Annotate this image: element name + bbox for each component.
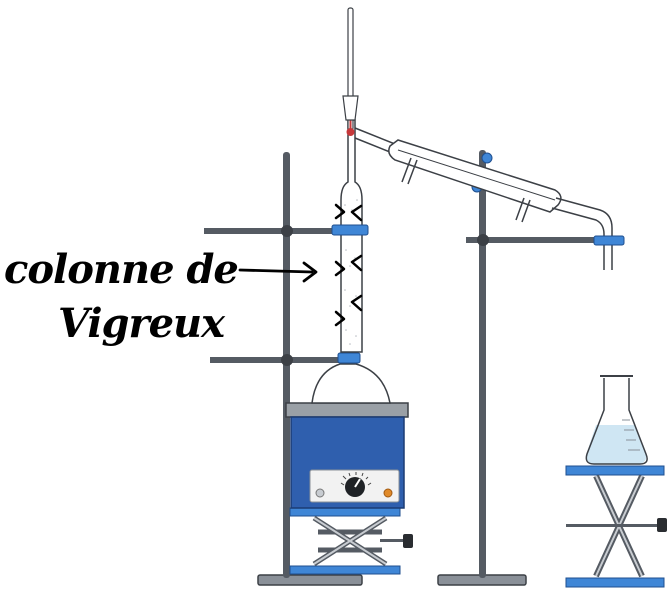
right-bosshead — [477, 234, 489, 246]
right-lab-jack — [566, 466, 667, 587]
left-upper-bosshead — [281, 225, 293, 237]
left-jack-screw — [380, 539, 404, 542]
thermometer-adapter — [343, 96, 358, 120]
right-jack-bottom-plate — [566, 578, 664, 587]
left-jack-bottom-plate — [290, 566, 400, 574]
heater-power-light — [316, 489, 324, 497]
condenser-outlet — [552, 198, 612, 270]
erlenmeyer-flask — [586, 376, 647, 464]
left-stand-base — [258, 575, 362, 585]
annotation-label-line1: colonne de — [4, 250, 238, 290]
thermometer — [343, 8, 358, 136]
adapter-clamp — [594, 236, 624, 245]
flask-body — [312, 364, 390, 403]
condenser-clamp-top — [482, 153, 492, 163]
condenser — [355, 128, 624, 270]
left-lab-jack — [290, 508, 413, 574]
right-jack-top-plate — [566, 466, 664, 475]
left-jack-top-plate — [290, 508, 400, 516]
left-jack-knob — [403, 534, 413, 548]
right-stand-rod — [479, 150, 486, 578]
flask-neck-clamp — [338, 353, 360, 363]
column-top-clamp — [332, 225, 368, 235]
right-jack-knob — [657, 518, 667, 532]
heater-indicator — [384, 489, 392, 497]
annotation-label-line2: Vigreux — [58, 304, 224, 344]
condenser-jacket — [389, 140, 561, 212]
right-jack-screw — [566, 524, 660, 527]
left-lower-bosshead — [281, 354, 293, 366]
heater-top — [286, 403, 408, 417]
heating-mantle — [286, 403, 408, 508]
left-upper-clamp-arm — [204, 228, 342, 234]
column-tube — [341, 120, 362, 352]
thermometer-bulb — [347, 128, 355, 136]
left-lower-clamp-arm — [210, 357, 346, 363]
annotation-arrow — [240, 263, 316, 281]
vigreux-column — [332, 120, 368, 352]
